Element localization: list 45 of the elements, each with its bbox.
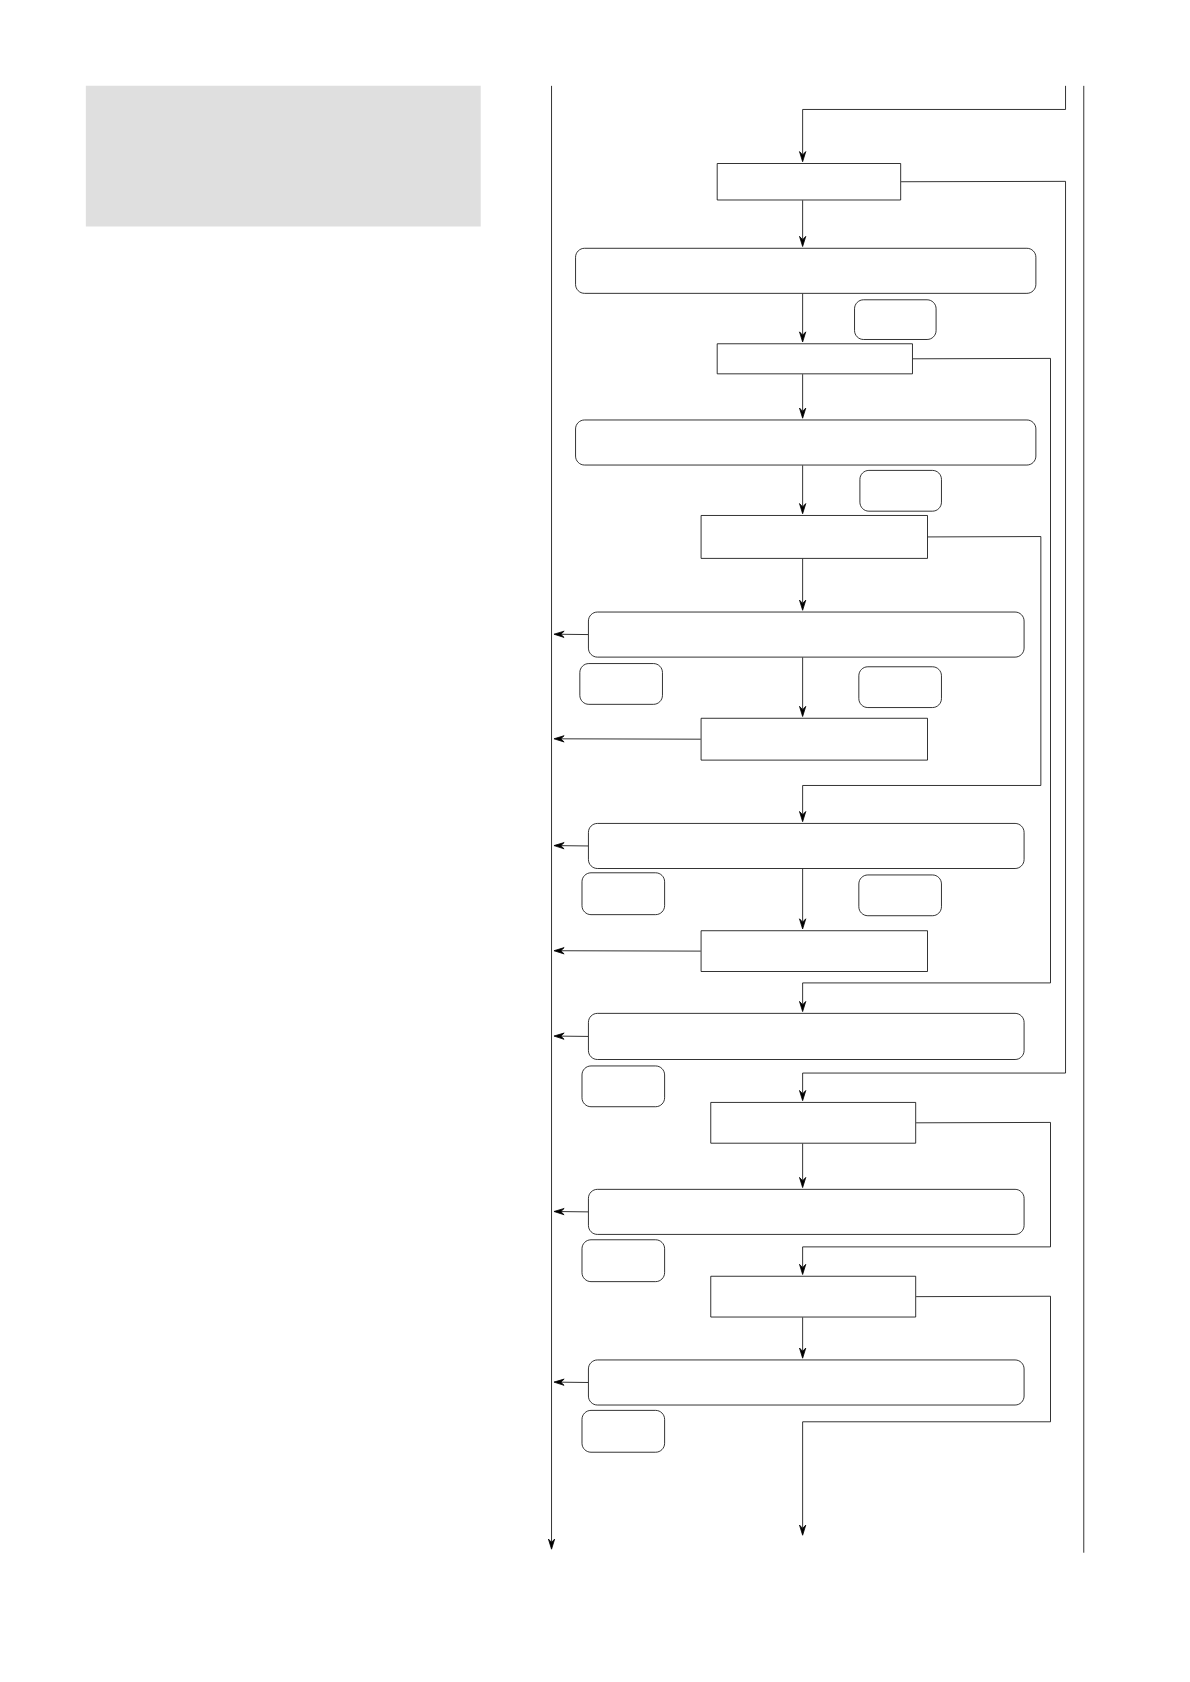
rounded-box (588, 823, 1025, 869)
arrow (799, 1122, 1051, 1275)
process-box (700, 717, 928, 761)
arrow (799, 1295, 1051, 1536)
process-box (716, 343, 913, 375)
rounded-box (575, 419, 1037, 466)
arrow (799, 358, 1051, 1012)
arrow (799, 200, 807, 247)
arrow (799, 293, 807, 343)
arrow (553, 1378, 589, 1386)
arrow (553, 842, 589, 850)
rounded-box (588, 1359, 1025, 1406)
arrow (799, 465, 807, 515)
arrow (799, 536, 1042, 823)
process-box (710, 1275, 917, 1318)
rounded-box (581, 1065, 665, 1108)
arrow (553, 1032, 589, 1040)
rounded-box (854, 299, 937, 340)
arrow (799, 373, 807, 419)
arrow (553, 735, 702, 743)
rounded-box (579, 663, 663, 705)
arrow (553, 947, 702, 955)
rounded-box (581, 872, 665, 916)
arrow (799, 1143, 807, 1188)
arrow (799, 180, 1066, 1102)
process-box (700, 515, 928, 559)
process-box (716, 163, 902, 201)
arrow (799, 85, 1066, 163)
arrow (799, 868, 807, 930)
rounded-box (858, 666, 942, 708)
arrow (799, 558, 807, 611)
arrow (553, 630, 589, 638)
arrow (799, 1317, 807, 1359)
rounded-box (581, 1410, 665, 1453)
rounded-box (588, 1188, 1025, 1235)
arrow (799, 657, 807, 717)
rounded-box (581, 1239, 665, 1283)
process-box (710, 1102, 917, 1144)
rounded-box (575, 247, 1037, 294)
process-box (700, 930, 928, 972)
rounded-box (588, 1012, 1025, 1060)
rounded-box (859, 470, 942, 512)
arrow (553, 1208, 589, 1216)
rounded-box (858, 874, 942, 917)
rounded-box (588, 611, 1025, 658)
